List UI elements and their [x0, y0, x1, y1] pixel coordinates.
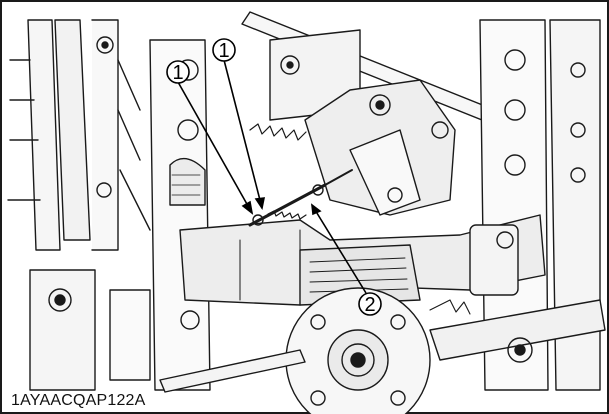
callout-1a-label: 1: [172, 62, 183, 84]
upper-right-assembly: [269, 29, 456, 216]
pulley-hub: [285, 287, 431, 414]
lower-left-bracket: [29, 269, 200, 391]
leader-line-1b: [223, 59, 263, 209]
figure-code-caption: 1AYAACQAP122A: [8, 392, 149, 410]
left-column: [149, 39, 211, 391]
callout-1b-label: 1: [218, 40, 229, 62]
linkage-rod: [248, 169, 353, 227]
callout-1a-circle: [166, 60, 190, 84]
leader-line-2: [311, 204, 367, 294]
left-frame-rails: [7, 19, 151, 251]
callout-2-circle: [358, 292, 382, 316]
lower-diagonal-bar: [159, 349, 306, 393]
leader-line-1a: [177, 81, 253, 214]
tension-spring: [249, 123, 307, 141]
right-column: [479, 19, 601, 391]
lower-right-linkage: [429, 299, 606, 363]
callout-1b-circle: [212, 38, 236, 62]
arrowhead-1a: [241, 200, 254, 215]
callout-2-label: 2: [364, 294, 375, 316]
arrowhead-2: [311, 203, 322, 216]
arrowhead-1b: [254, 197, 266, 211]
gear-housing: [299, 244, 421, 306]
